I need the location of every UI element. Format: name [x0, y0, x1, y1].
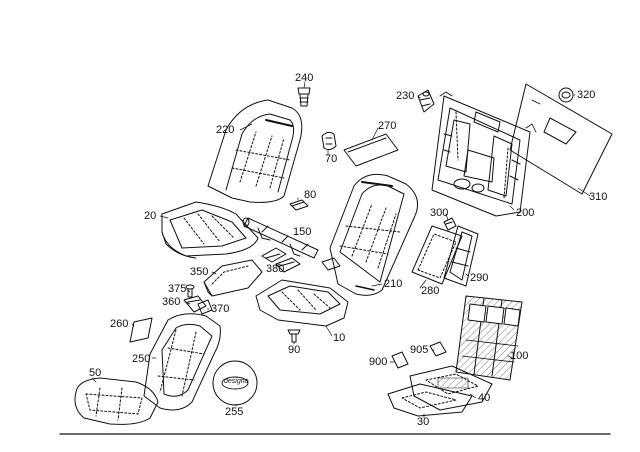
part-90-pin [288, 330, 300, 342]
designo-badge-text: designo [224, 378, 249, 385]
callout-260: 260 [110, 318, 129, 330]
part-375-screw [186, 285, 194, 297]
part-320-cap [559, 88, 573, 102]
part-290-armrest-frame [444, 226, 478, 286]
callout-20: 20 [144, 210, 157, 222]
callout-310: 310 [589, 191, 608, 203]
part-900-clip [392, 352, 408, 368]
callout-380: 380 [266, 263, 285, 275]
callout-270: 270 [378, 120, 397, 132]
callout-90: 90 [288, 344, 301, 356]
callout-250: 250 [132, 353, 151, 365]
part-220-backrest-cover [208, 100, 302, 202]
callout-350: 350 [190, 266, 209, 278]
part-100-panel [456, 296, 522, 380]
part-380-bracket [262, 248, 340, 272]
callout-290: 290 [470, 272, 489, 284]
callout-70: 70 [325, 153, 338, 165]
part-210-backrest [330, 174, 418, 295]
callout-30: 30 [417, 416, 430, 428]
part-30-mat [388, 384, 472, 416]
callout-230: 230 [396, 90, 415, 102]
part-280-armrest-cover [412, 226, 462, 284]
callout-10: 10 [333, 332, 346, 344]
part-360-bracket [184, 296, 206, 312]
callout-360: 360 [162, 296, 181, 308]
callout-220: 220 [216, 124, 235, 136]
part-255-designo-badge [213, 361, 257, 405]
part-240-guide-pin [298, 88, 310, 106]
callout-100: 100 [510, 350, 529, 362]
part-70-clip [322, 132, 336, 149]
part-260-pad [130, 318, 152, 342]
callout-370: 370 [211, 303, 230, 315]
callout-200: 200 [516, 207, 535, 219]
callout-150: 150 [293, 226, 312, 238]
callout-50: 50 [89, 367, 102, 379]
part-50-seat-pad [75, 378, 158, 424]
part-370-clip [198, 300, 212, 314]
part-20-seat-cushion [162, 202, 258, 258]
part-80-clip [290, 200, 308, 210]
part-350-armrest [204, 260, 262, 296]
callout-80: 80 [304, 189, 317, 201]
callout-320: 320 [577, 89, 596, 101]
part-310-rear-panel [510, 84, 612, 194]
callout-375: 375 [168, 283, 187, 295]
callout-210: 210 [384, 278, 403, 290]
callout-40: 40 [478, 392, 491, 404]
part-230-lock [418, 90, 434, 112]
part-40-mat [410, 366, 492, 410]
callout-240: 240 [295, 72, 314, 84]
part-905-clip [430, 342, 446, 356]
callout-300: 300 [430, 207, 449, 219]
leader-lines [92, 82, 590, 418]
part-270-pad [344, 134, 398, 166]
callout-280: 280 [421, 285, 440, 297]
part-10-seat-base [256, 280, 348, 326]
part-150-cross-tube [243, 218, 318, 258]
callout-900: 900 [369, 356, 388, 368]
callout-255: 255 [225, 406, 244, 418]
part-300-clip [444, 218, 456, 230]
callout-905: 905 [410, 344, 429, 356]
part-250-backrest-cover [144, 314, 220, 410]
part-200-backrest-frame [432, 92, 536, 216]
